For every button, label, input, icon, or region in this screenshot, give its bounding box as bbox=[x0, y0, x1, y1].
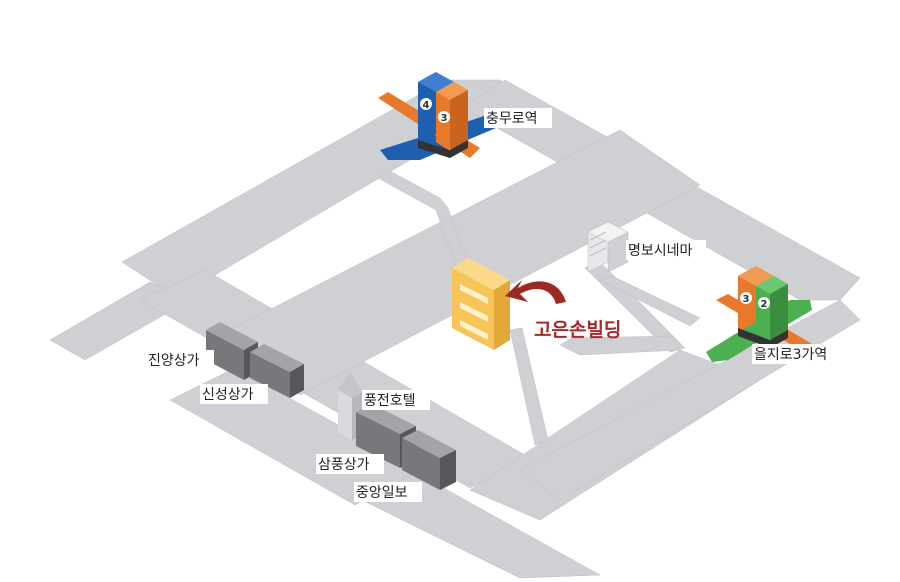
landmark-label-myungbo: 명보시네마 bbox=[628, 243, 693, 259]
street-inner-5 bbox=[599, 275, 701, 327]
line4-badge-number: 4 bbox=[423, 100, 430, 111]
line2-building-side bbox=[770, 284, 788, 340]
landmark-label-pungjeon: 풍전호텔 bbox=[364, 393, 416, 409]
pungjeon-tower-roof bbox=[338, 372, 362, 398]
sinseong-front bbox=[250, 352, 290, 398]
landmark-label-jinyang: 진양상가 bbox=[148, 353, 200, 369]
jinyang-front bbox=[206, 330, 244, 380]
street-inner-1 bbox=[377, 169, 471, 273]
jinyang-top bbox=[206, 322, 258, 350]
joongang-side bbox=[440, 450, 456, 490]
destination-side bbox=[494, 280, 510, 350]
buildings-arcade-right bbox=[338, 372, 456, 490]
destination-label: 고은손빌딩 bbox=[534, 319, 621, 341]
line3-badge-number-euljiro: 3 bbox=[743, 294, 750, 305]
sampung-top bbox=[356, 404, 416, 434]
pungjeon-tower-front bbox=[338, 390, 352, 440]
line2-badge-number: 2 bbox=[761, 299, 768, 310]
station-euljiro3ga bbox=[706, 266, 812, 362]
sinseong-top bbox=[250, 344, 304, 372]
station-base-euljiro bbox=[738, 328, 788, 348]
station-chungmuro bbox=[378, 72, 515, 160]
myungbo-top bbox=[587, 221, 629, 243]
line3-badge-number: 3 bbox=[441, 113, 448, 124]
joongang-top bbox=[402, 430, 456, 458]
station-label-euljiro3ga: 을지로3가역 bbox=[754, 347, 827, 363]
building-myungbo bbox=[587, 221, 629, 273]
destination-top bbox=[452, 258, 510, 290]
joongang-front bbox=[402, 438, 440, 490]
station-label-chungmuro: 충무로역 bbox=[486, 111, 538, 127]
line2-badge bbox=[758, 297, 770, 309]
destination-arrow bbox=[505, 280, 566, 304]
line3-badge bbox=[438, 111, 450, 123]
sampung-front bbox=[356, 412, 400, 468]
line3-building-top bbox=[436, 82, 468, 100]
buildings-arcade-left bbox=[206, 322, 304, 398]
line3-badge-euljiro bbox=[740, 292, 752, 304]
line2-building-top bbox=[756, 276, 788, 294]
street-inner-2 bbox=[509, 327, 549, 446]
line4-badge bbox=[420, 98, 432, 110]
sinseong-side bbox=[290, 364, 304, 398]
station-base bbox=[418, 140, 468, 158]
line3-building-side bbox=[450, 90, 468, 150]
landmark-label-joongang: 중앙일보 bbox=[356, 485, 408, 501]
landmark-label-sampung: 삼풍상가 bbox=[318, 457, 370, 473]
street-inner-4 bbox=[559, 335, 681, 356]
destination-building bbox=[452, 258, 510, 350]
landmark-label-sinseong: 신성상가 bbox=[202, 387, 254, 403]
